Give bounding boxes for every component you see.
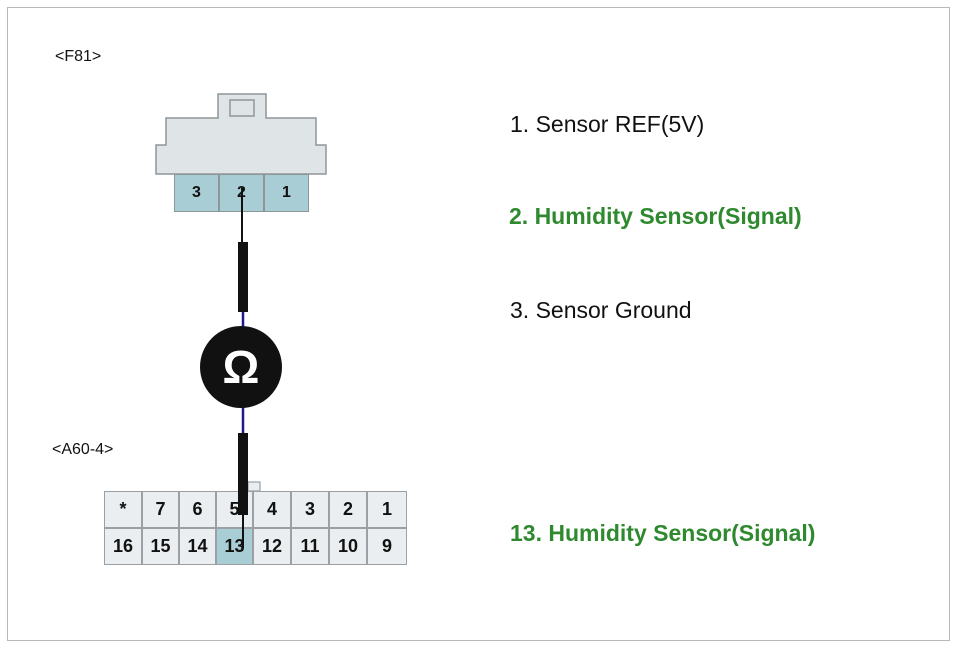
f81-pin-3: 3 — [174, 174, 219, 212]
legend-item-2: 2. Humidity Sensor(Signal) — [509, 203, 802, 229]
bottom-probe-body — [238, 433, 248, 515]
a60-pin-14: 14 — [179, 528, 216, 565]
legend-item-3: 3. Sensor Ground — [510, 297, 692, 323]
a60-pin-13: 13 — [216, 528, 253, 565]
a60-pin-2: 2 — [329, 491, 367, 528]
a60-pin-1: 1 — [367, 491, 407, 528]
a60-pin-7: 7 — [142, 491, 179, 528]
a60-pin-3: 3 — [291, 491, 329, 528]
connector-label-f81: <F81> — [55, 48, 102, 65]
a60-pin-15: 15 — [142, 528, 179, 565]
a60-pin-4: 4 — [253, 491, 291, 528]
top-probe-body — [238, 242, 248, 312]
ohm-symbol: Ω — [222, 341, 260, 393]
legend-item-1: 1. Sensor REF(5V) — [510, 111, 705, 137]
a60-pin-12: 12 — [253, 528, 291, 565]
a60-pin-11: 11 — [291, 528, 329, 565]
connector-label-a60-4: <A60-4> — [52, 441, 114, 458]
legend-item-13: 13. Humidity Sensor(Signal) — [510, 520, 816, 546]
a60-pin-16: 16 — [104, 528, 142, 565]
f81-pin-1: 1 — [264, 174, 309, 212]
a60-pin-star: * — [104, 491, 142, 528]
a60-pin-10: 10 — [329, 528, 367, 565]
a60-pin-6: 6 — [179, 491, 216, 528]
a60-pin-9: 9 — [367, 528, 407, 565]
ohm-meter-icon — [200, 326, 282, 408]
